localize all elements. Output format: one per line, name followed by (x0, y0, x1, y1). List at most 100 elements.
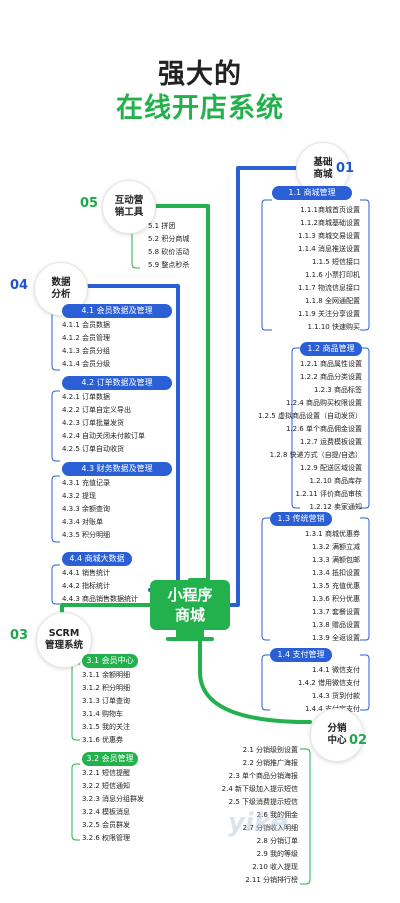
list-item: 1.1.4 消息推送设置 (297, 245, 360, 253)
list-item: 4.4.2 指标统计 (62, 582, 111, 590)
list-item: 1.3.5 充值优惠 (311, 582, 360, 590)
list-item: 3.2.2 短信通知 (82, 782, 131, 790)
branch-03-node: SCRM 管理系统 (36, 612, 92, 668)
list-item: 1.1.3 商城交易设置 (297, 232, 360, 240)
list-item: 1.2.9 配送区域设置 (299, 464, 362, 472)
list-item: 4.1.2 会员管理 (62, 334, 111, 342)
branch-04-number: 04 (10, 278, 29, 293)
branch-01-label-2: 商城 (313, 169, 333, 180)
list-item: 3.2.5 会员群发 (82, 821, 131, 829)
list-item: 4.3.5 积分明细 (62, 531, 111, 539)
list-item: 4.2.2 订单自定义导出 (62, 406, 132, 414)
list-item: 4.3.3 余额查询 (62, 505, 111, 513)
list-item: 1.4.2 借用微信支付 (297, 679, 360, 687)
list-item: 1.3.6 积分优惠 (311, 595, 360, 603)
list-item: 1.1.8 全网通配置 (304, 297, 360, 305)
group-1-3-header: 1.3 传统营销 (270, 512, 332, 526)
list-item: 3.1.6 优惠券 (82, 736, 124, 744)
list-item: 4.3.4 对账单 (62, 518, 104, 526)
group-1-1-header: 1.1 商城管理 (272, 186, 352, 200)
list-item: 2.7 分销收入明细 (242, 824, 298, 832)
branch-02-node: 分销 中心 (310, 708, 364, 762)
branch-04-label-2: 分析 (51, 289, 71, 300)
list-item: 1.2.8 快递方式（自提/自选） (269, 451, 362, 459)
hub-base (166, 637, 214, 641)
list-item: 4.3.1 充值记录 (62, 479, 111, 487)
list-item: 1.2.4 商品购买权限设置 (285, 399, 362, 407)
list-item: 2.8 分销订单 (256, 837, 298, 845)
group-1-3-items: 1.3.1 商城优惠券 1.3.2 满额立减 1.3.3 满额包邮 1.3.4 … (258, 528, 360, 645)
list-item: 2.2 分销推广海报 (242, 759, 298, 767)
list-item: 2.3 单个商品分销海报 (228, 772, 298, 780)
group-4-1-items: 4.1.1 会员数据 4.1.2 会员管理 4.1.3 会员分组 4.1.4 会… (62, 319, 110, 371)
list-item: 4.2.5 订单自动收货 (62, 445, 125, 453)
list-item: 4.2.3 订单批量发货 (62, 419, 125, 427)
group-4-2-header: 4.2 订单数据及管理 (62, 376, 172, 390)
list-item: 3.1.5 我的关注 (82, 723, 131, 731)
list-item: 1.2.2 商品分类设置 (299, 373, 362, 381)
branch-01-number: 01 (336, 161, 355, 176)
list-item: 4.1.4 会员分级 (62, 360, 111, 368)
group-4-4-header: 4.4 商城大数据 (62, 552, 132, 566)
list-item: 1.2.6 单个商品佣金设置 (285, 425, 362, 433)
list-item: 2.6 我的佣金 (256, 811, 298, 819)
branch-02-label-2: 中心 (327, 735, 347, 746)
group-1-4-header: 1.4 支付管理 (270, 648, 332, 662)
list-item: 1.4.3 货到付款 (311, 692, 360, 700)
branch-05-items: 5.1 拼团 5.2 积分商城 5.8 砍价活动 5.9 整点秒杀 (148, 220, 189, 272)
list-item: 3.2.4 模板消息 (82, 808, 131, 816)
list-item: 4.3.2 提现 (62, 492, 97, 500)
group-1-2-items: 1.2.1 商品属性设置 1.2.2 商品分类设置 1.2.3 商品标签 1.2… (240, 358, 362, 514)
list-item: 3.2.6 权限管理 (82, 834, 131, 842)
list-item: 3.1.3 订单查询 (82, 697, 131, 705)
list-item: 1.3.4 抵扣设置 (311, 569, 360, 577)
list-item: 1.2.7 运费模板设置 (299, 438, 362, 446)
list-item: 1.3.2 满额立减 (311, 543, 360, 551)
list-item: 1.3.9 全返设置 (311, 634, 360, 642)
list-item: 1.1.6 小票打印机 (304, 271, 360, 279)
list-item: 2.1 分销级别设置 (242, 746, 298, 754)
branch-02-label-1: 分销 (327, 723, 347, 734)
group-3-1-header: 3.1 会员中心 (82, 654, 138, 668)
list-item: 5.2 积分商城 (148, 235, 190, 243)
group-1-2-header: 1.2 商品管理 (300, 342, 362, 356)
group-4-3-header: 4.3 财务数据及管理 (62, 462, 172, 476)
list-item: 1.2.3 商品标签 (313, 386, 362, 394)
branch-04-label-1: 数据 (51, 277, 71, 288)
group-4-2-items: 4.2.1 订单数据 4.2.2 订单自定义导出 4.2.3 订单批量发货 4.… (62, 391, 145, 456)
group-3-1-items: 3.1.1 余额明细 3.1.2 积分明细 3.1.3 订单查询 3.1.4 购… (82, 669, 130, 747)
list-item: 1.4.1 微信支付 (311, 666, 360, 674)
list-item: 2.9 我的等级 (256, 850, 298, 858)
group-4-3-items: 4.3.1 充值记录 4.3.2 提现 4.3.3 余额查询 4.3.4 对账单… (62, 477, 110, 542)
list-item: 1.2.11 评价商品审核 (295, 490, 363, 498)
branch-03-number: 03 (10, 628, 29, 643)
list-item: 3.1.4 购物车 (82, 710, 124, 718)
branch-02-number: 02 (349, 733, 368, 748)
branch-05-node: 互动营 销工具 (102, 180, 156, 234)
list-item: 4.4.3 商品销售数据统计 (62, 595, 139, 603)
list-item: 1.3.7 套餐设置 (311, 608, 360, 616)
hub-line-2: 商城 (174, 606, 205, 624)
list-item: 2.10 收入提现 (252, 863, 298, 871)
list-item: 4.4.1 销售统计 (62, 569, 111, 577)
hub-stand (176, 630, 204, 638)
list-item: 5.8 砍价活动 (148, 248, 190, 256)
list-item: 5.1 拼团 (148, 222, 176, 230)
title-line-1: 强大的 (158, 59, 242, 90)
list-item: 1.2.10 商品库存 (309, 477, 363, 485)
group-4-4-items: 4.4.1 销售统计 4.4.2 指标统计 4.4.3 商品销售数据统计 (62, 567, 138, 606)
list-item: 4.1.3 会员分组 (62, 347, 111, 355)
list-item: 4.2.4 自动关闭未付款订单 (62, 432, 146, 440)
list-item: 3.1.1 余额明细 (82, 671, 131, 679)
list-item: 1.3.1 商城优惠券 (304, 530, 360, 538)
list-item: 1.1.7 物流信息接口 (297, 284, 360, 292)
branch-02-items: 2.1 分销级别设置 2.2 分销推广海报 2.3 单个商品分销海报 2.4 新… (190, 744, 298, 887)
list-item: 3.2.1 短信提醒 (82, 769, 131, 777)
hub-line-1: 小程序 (167, 586, 213, 604)
list-item: 3.2.3 消息分组群发 (82, 795, 145, 803)
list-item: 2.5 下级消费提示短信 (228, 798, 298, 806)
list-item: 2.11 分销排行榜 (245, 876, 298, 884)
hub-node: 小程序 商城 (150, 580, 230, 630)
branch-03-label-2: 管理系统 (44, 640, 83, 651)
list-item: 1.2.1 商品属性设置 (299, 360, 362, 368)
